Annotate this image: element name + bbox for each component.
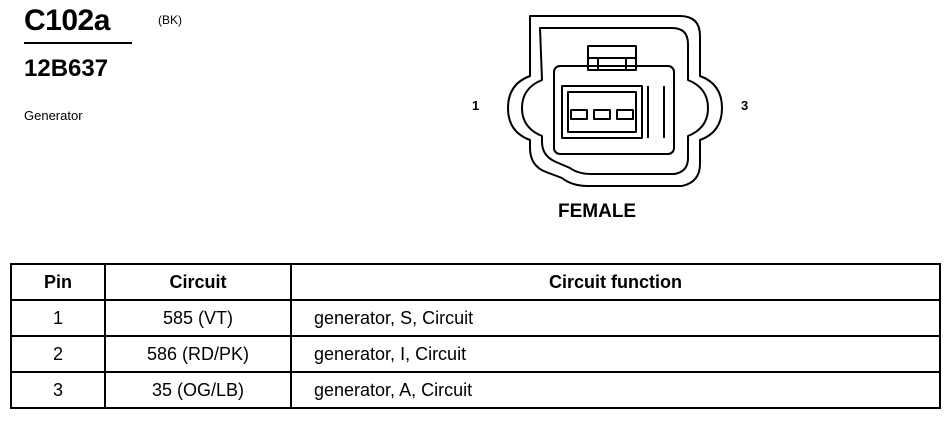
connector-id: C102a xyxy=(24,4,110,37)
terminal-pin-1 xyxy=(570,109,588,120)
cell-circuit: 585 (VT) xyxy=(104,299,292,337)
pin-table: Pin Circuit Circuit function 1 585 (VT) … xyxy=(10,263,941,409)
connector-description: Generator xyxy=(24,108,83,123)
col-header-function: Circuit function xyxy=(290,263,941,301)
connector-gender-label: FEMALE xyxy=(558,201,637,222)
header-divider xyxy=(24,42,132,44)
cell-circuit: 586 (RD/PK) xyxy=(104,335,292,373)
table-row: 3 35 (OG/LB) generator, A, Circuit xyxy=(10,371,941,409)
cell-pin: 1 xyxy=(10,299,106,337)
table-row: 2 586 (RD/PK) generator, I, Circuit xyxy=(10,335,941,373)
cell-function: generator, S, Circuit xyxy=(290,299,941,337)
terminal-pin-3 xyxy=(616,109,634,120)
cell-pin: 2 xyxy=(10,335,106,373)
col-header-circuit: Circuit xyxy=(104,263,292,301)
connector-face-diagram xyxy=(507,15,723,187)
cell-circuit: 35 (OG/LB) xyxy=(104,371,292,409)
part-number: 12B637 xyxy=(24,55,109,82)
col-header-pin: Pin xyxy=(10,263,106,301)
pin-label-left: 1 xyxy=(472,98,480,113)
table-header-row: Pin Circuit Circuit function xyxy=(10,263,941,301)
cell-function: generator, A, Circuit xyxy=(290,371,941,409)
connector-outer-shell xyxy=(507,15,723,187)
terminal-cavity xyxy=(561,85,643,139)
table-row: 1 585 (VT) generator, S, Circuit xyxy=(10,299,941,337)
cell-pin: 3 xyxy=(10,371,106,409)
terminal-pin-2 xyxy=(593,109,611,120)
cell-function: generator, I, Circuit xyxy=(290,335,941,373)
connector-color-code: (BK) xyxy=(158,13,182,27)
connector-housing xyxy=(553,65,675,155)
pin-label-right: 3 xyxy=(741,98,749,113)
connector-inner-shell xyxy=(521,27,709,175)
